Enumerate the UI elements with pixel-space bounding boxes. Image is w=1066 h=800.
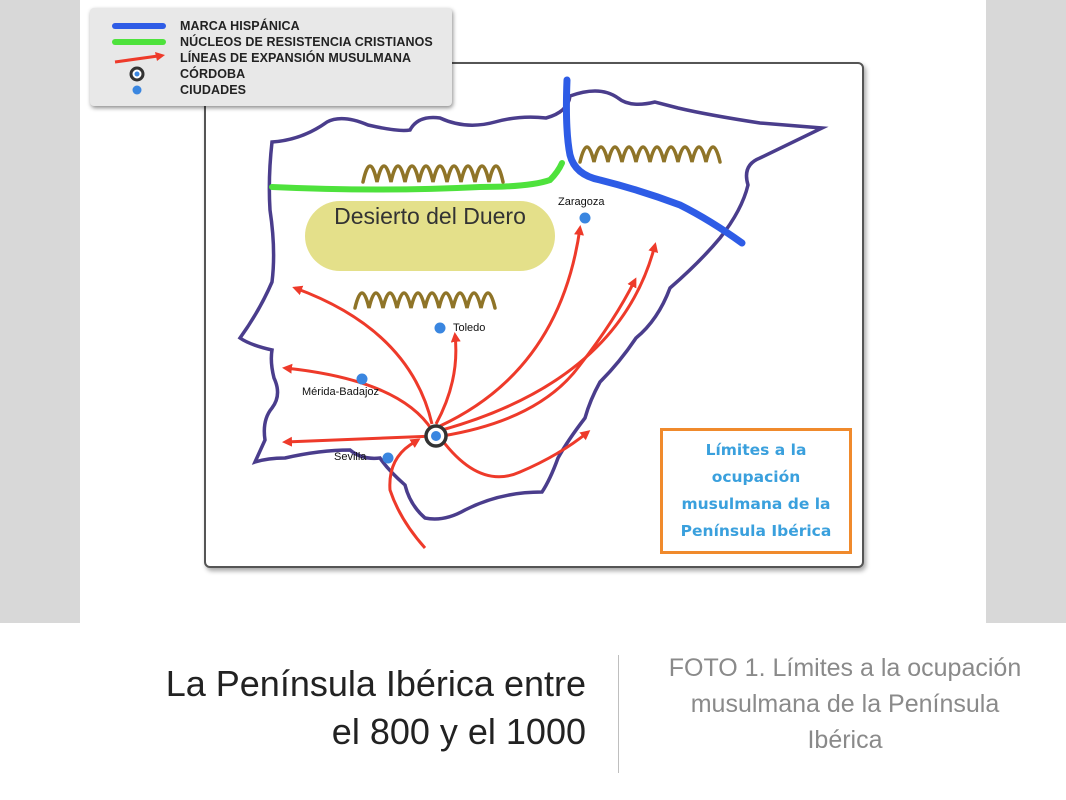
city-dot-merida-badajoz — [356, 373, 368, 385]
city-label-sevilla: Sevilla — [334, 451, 367, 463]
arrow-zaragoza — [439, 225, 584, 428]
info-box: Límites a la ocupación musulmana de la P… — [660, 428, 852, 554]
marca-hispanica-line — [562, 76, 746, 247]
photo-caption: FOTO 1. Límites a la ocupación musulmana… — [668, 654, 1022, 754]
legend-item-marca-hispanica: MARCA HISPÁNICA — [112, 18, 300, 34]
left-gray-margin — [0, 0, 80, 623]
peninsula-coastline — [237, 89, 829, 521]
arrow-west-mid — [282, 363, 434, 431]
map-image: Zaragoza Toledo Mérida-Badajoz Sevilla D… — [80, 0, 986, 623]
arrow-east-mid — [441, 277, 637, 438]
right-gray-margin — [986, 0, 1066, 623]
arrow-from-south — [388, 438, 427, 549]
city-label-zaragoza: Zaragoza — [558, 196, 605, 208]
green-line-icon — [112, 39, 166, 45]
mountain-range-pyrenees — [578, 145, 722, 164]
cordoba-marker — [424, 424, 448, 448]
city-label-merida-badajoz: Mérida-Badajoz — [302, 386, 380, 398]
legend-label: LÍNEAS DE EXPANSIÓN MUSULMANA — [180, 51, 412, 65]
legend-item-resistance: NÚCLEOS DE RESISTENCIA CRISTIANOS — [112, 34, 433, 50]
legend-label: CÓRDOBA — [180, 67, 246, 81]
arrow-northeast — [441, 242, 659, 432]
arrow-northwest — [292, 285, 434, 425]
legend-item-cities: CIUDADES — [112, 82, 246, 98]
iberia-map — [237, 76, 829, 549]
blue-line-icon — [112, 23, 166, 29]
info-box-text: Límites a la ocupación musulmana de la P… — [680, 441, 832, 540]
desert-shape — [305, 201, 555, 271]
legend-item-expansion: LÍNEAS DE EXPANSIÓN MUSULMANA — [112, 50, 411, 66]
legend-label: NÚCLEOS DE RESISTENCIA CRISTIANOS — [180, 35, 433, 49]
arrow-toledo — [434, 332, 461, 425]
resistance-line — [269, 160, 565, 193]
legend-label: CIUDADES — [180, 83, 247, 97]
mountain-range-north — [361, 164, 505, 184]
map-legend: MARCA HISPÁNICA NÚCLEOS DE RESISTENCIA C… — [90, 8, 452, 106]
red-arrow-icon — [114, 52, 165, 64]
expansion-arrows — [282, 225, 659, 549]
target-circle-icon — [129, 66, 145, 82]
arrow-southeast — [440, 430, 591, 479]
city-dot-zaragoza — [579, 212, 591, 224]
mountain-range-central — [353, 291, 497, 310]
desert-label: Desierto del Duero — [334, 203, 526, 229]
caption-divider — [618, 655, 619, 773]
arrow-west-low — [282, 434, 436, 447]
blue-dot-icon — [132, 85, 142, 95]
legend-label: MARCA HISPÁNICA — [180, 19, 300, 33]
city-dot-sevilla — [382, 452, 394, 464]
city-dot-toledo — [434, 322, 446, 334]
slide-title: La Península Ibérica entre el 800 y el 1… — [165, 663, 586, 752]
legend-item-cordoba: CÓRDOBA — [112, 66, 245, 82]
city-label-toledo: Toledo — [453, 322, 486, 334]
